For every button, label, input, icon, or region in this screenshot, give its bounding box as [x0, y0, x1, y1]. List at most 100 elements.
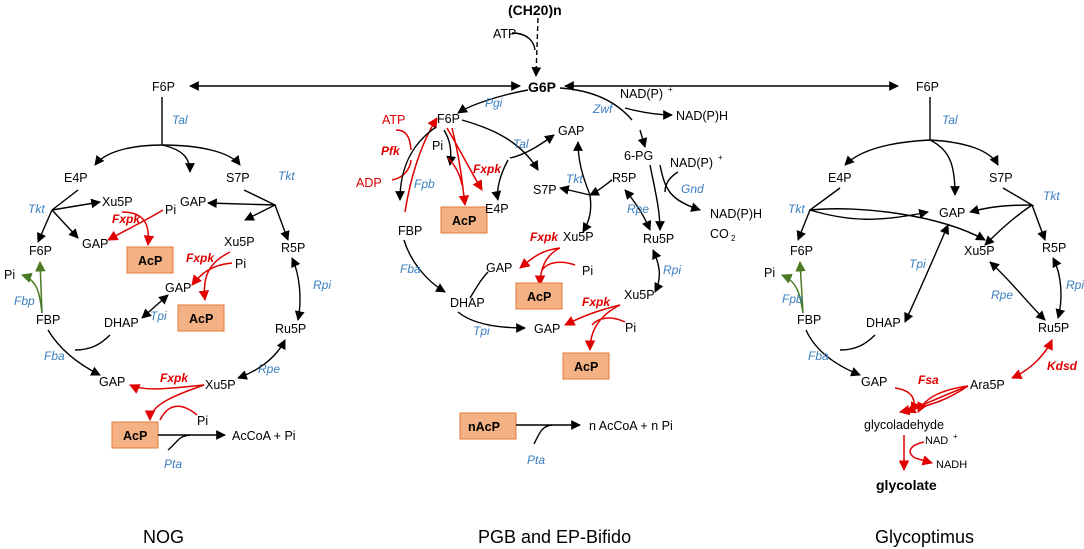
nog-fbp: FBP	[36, 313, 60, 327]
pgb-rpi-enzyme: Rpi	[663, 263, 681, 277]
gly-f6p-left: F6P	[790, 244, 813, 258]
gly-fpb-enzyme: Fpb	[782, 292, 803, 306]
nog-xu5p-b: Xu5P	[224, 235, 255, 249]
nog-e4p: E4P	[64, 171, 88, 185]
nog-pi-left: Pi	[4, 268, 15, 282]
nog-tpi-enzyme: Tpi	[150, 309, 167, 323]
nog-pta-enzyme: Pta	[164, 457, 182, 471]
pgb-acp-box-c	[562, 352, 610, 380]
pgb-xu5p-a: Xu5P	[563, 230, 594, 244]
gly-nadh: NADH	[936, 459, 967, 471]
nog-acp-box-a	[126, 246, 174, 274]
pgb-r5p: R5P	[612, 171, 636, 185]
nog-gap-a: GAP	[180, 195, 206, 209]
g6p-label: G6P	[528, 79, 556, 95]
gly-dhap: DHAP	[866, 316, 901, 330]
nog-gap-c: GAP	[165, 281, 191, 295]
svg-text:+: +	[668, 85, 673, 94]
nog-acp-box-b	[177, 304, 225, 332]
pgb-fba-enzyme: Fba	[400, 262, 421, 276]
gly-rpe-enzyme: Rpe	[991, 288, 1013, 302]
carbon-source-label: (CH20)n	[508, 2, 562, 18]
nog-xu5p-c: Xu5P	[205, 378, 236, 392]
gly-ara5p: Ara5P	[970, 378, 1005, 392]
nog-fxpk-c: Fxpk	[160, 371, 189, 385]
gly-ru5p: Ru5P	[1038, 321, 1069, 335]
pgb-pi-c: Pi	[625, 321, 636, 335]
pgb-acp-box-b	[515, 282, 563, 310]
nog-fxpk-a: Fxpk	[112, 212, 141, 226]
top-section: (CH20)n ATP G6P	[189, 2, 899, 95]
gly-gap-2: GAP	[861, 375, 887, 389]
nog-acp-box-c	[111, 421, 159, 449]
pgb-acp-box-a	[440, 206, 488, 234]
pgb-nadp-a: NAD(P)	[620, 87, 663, 101]
pgb-dhap: DHAP	[450, 296, 485, 310]
nog-tkt-enzyme-1: Tkt	[28, 202, 45, 216]
gly-fsa-enzyme: Fsa	[918, 373, 939, 387]
pgb-pgi-enzyme: Pgi	[485, 96, 503, 110]
gly-nad: NAD	[925, 435, 948, 447]
pgb-acp-a: AcP	[452, 214, 476, 228]
pgb-zwf-enzyme: Zwf	[592, 102, 614, 116]
gly-kdsd-enzyme: Kdsd	[1047, 359, 1078, 373]
nog-dhap: DHAP	[104, 316, 139, 330]
nog-rpe-enzyme: Rpe	[258, 362, 280, 376]
nog-acoa: AcCoA + Pi	[232, 429, 296, 443]
pgb-fbp: FBP	[398, 224, 422, 238]
svg-text:+: +	[953, 432, 958, 441]
carbon-to-g6p-arrow	[531, 17, 542, 77]
gly-tkt-enzyme-1: Tkt	[788, 202, 805, 216]
nog-title: NOG	[143, 527, 184, 547]
pgb-tpi-enzyme: Tpi	[473, 324, 490, 338]
gly-glycolate: glycolate	[876, 477, 937, 493]
pgb-pi-a: Pi	[432, 139, 443, 153]
pgb-pfk-enzyme: Pfk	[381, 144, 401, 158]
nog-acp-b: AcP	[189, 312, 213, 326]
pgb-acp-b: AcP	[527, 290, 551, 304]
nog-gap-b: GAP	[82, 237, 108, 251]
pgb-tkt-enzyme: Tkt	[566, 172, 583, 186]
nog-fbp-enzyme: Fbp	[14, 294, 35, 308]
gly-tal-enzyme: Tal	[942, 113, 958, 127]
nog-ru5p: Ru5P	[275, 322, 306, 336]
pgb-co2: CO	[710, 227, 729, 241]
nog-tal-enzyme: Tal	[172, 113, 188, 127]
gly-title: Glycoptimus	[875, 527, 974, 547]
pgb-gnd-enzyme: Gnd	[681, 182, 704, 196]
nog-tkt-enzyme-2: Tkt	[278, 169, 295, 183]
pgb-rpe-enzyme: Rpe	[627, 202, 649, 216]
pgb-pathway: Pgi F6P ATP Pfk ADP Pi Fpb Fxpk AcP E4P …	[356, 85, 762, 547]
nog-r5p: R5P	[281, 241, 305, 255]
gly-glycolaldehyde: glycoladehyde	[864, 418, 944, 432]
pgb-s7p: S7P	[533, 183, 557, 197]
nog-pi-a: Pi	[165, 203, 176, 217]
pgb-e4p: E4P	[485, 202, 509, 216]
pgb-f6p: F6P	[437, 112, 460, 126]
gly-fbp: FBP	[797, 313, 821, 327]
atp-consumption-arc	[511, 32, 536, 51]
gly-r5p: R5P	[1042, 241, 1066, 255]
nog-gap-d: GAP	[99, 375, 125, 389]
pgb-nacp: nAcP	[468, 420, 500, 434]
gly-tpi-enzyme: Tpi	[909, 257, 926, 271]
pgb-xu5p-b: Xu5P	[624, 288, 655, 302]
nog-acp-a: AcP	[138, 254, 162, 268]
nog-fba-enzyme: Fba	[44, 349, 65, 363]
gly-f6p-top: F6P	[916, 80, 939, 94]
pgb-pi-b: Pi	[582, 264, 593, 278]
pgb-fpb-enzyme: Fpb	[414, 177, 435, 191]
nog-s7p: S7P	[226, 171, 250, 185]
nog-xu5p-a: Xu5P	[102, 195, 133, 209]
nog-fxpk-b: Fxpk	[186, 251, 215, 265]
pgb-gap-c: GAP	[534, 322, 560, 336]
gly-pi: Pi	[764, 266, 775, 280]
atp-label: ATP	[493, 27, 516, 41]
pgb-atp: ATP	[382, 113, 405, 127]
pgb-pta-enzyme: Pta	[527, 453, 545, 467]
gly-rpi-enzyme: Rpi	[1066, 278, 1084, 292]
pgb-adp: ADP	[356, 176, 382, 190]
gly-e4p: E4P	[828, 171, 852, 185]
nog-f6p-left: F6P	[29, 244, 52, 258]
pgb-nadph-a: NAD(P)H	[676, 109, 728, 123]
